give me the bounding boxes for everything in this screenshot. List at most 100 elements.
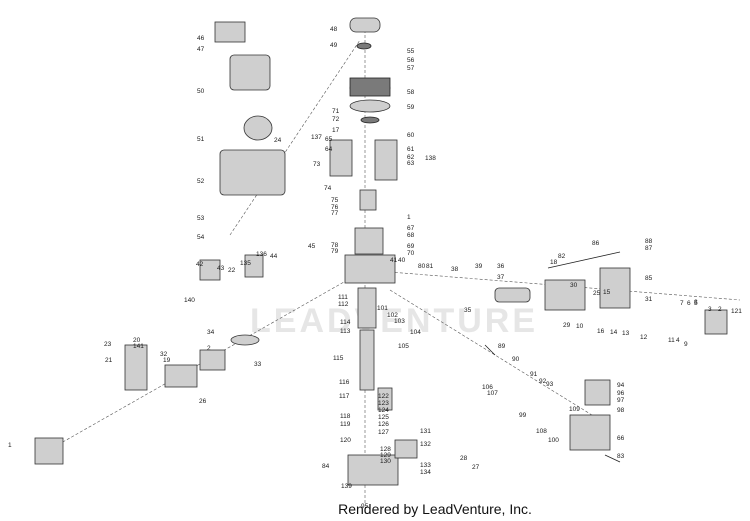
callout-label: 82 [558,253,566,260]
connecting-rod-part[interactable] [357,287,377,329]
callout-label: 66 [617,435,625,442]
callout-label: 105 [398,343,409,350]
cylinder-head-part[interactable] [344,254,396,284]
callout-label: 44 [270,253,278,260]
crankshaft-part[interactable] [359,329,375,391]
callout-label: 36 [497,263,505,270]
callout-label: 126 [378,421,389,428]
callout-label: 14 [610,329,618,336]
governor-part[interactable] [377,387,393,411]
callout-label: 122 [378,393,389,400]
callout-label: 115 [333,355,344,362]
gasket-part[interactable] [214,21,246,43]
blower-screen-part[interactable] [349,17,381,33]
bracket-part[interactable] [374,139,398,181]
fuel-pump-part[interactable] [584,379,611,406]
hub-part[interactable] [360,116,380,124]
callout-label: 118 [340,413,351,420]
callout-label: 3 [708,306,712,313]
callout-label: 86 [592,240,600,247]
callout-label: 30 [570,282,578,289]
callout-label: 71 [332,108,340,115]
callout-label: 9 [684,341,688,348]
air-filter-part[interactable] [243,115,273,141]
callout-label: 84 [322,463,330,470]
callout-label: 87 [645,245,653,252]
callout-label: 15 [603,289,611,296]
upper-left-axis [229,39,361,236]
piston-right-part[interactable] [494,287,531,303]
callout-label: 29 [563,322,571,329]
cylinder-part[interactable] [199,349,226,371]
callout-labels: 48 49 55 56 57 58 59 71 72 17 60 137 65 … [8,26,742,510]
callout-label: 78 [331,242,339,249]
callout-label: 28 [460,455,468,462]
callout-label: 25 [593,290,601,297]
valve-cover-part[interactable] [354,227,384,255]
callout-label: 10 [576,323,584,330]
dipstick-part[interactable] [484,344,496,356]
footer-credit: Rendered by LeadVenture, Inc. [0,501,750,517]
callout-label: 129 [380,452,391,459]
callout-label: 99 [519,412,527,419]
rocker-cover-left-part[interactable] [124,344,148,391]
air-cleaner-cover-part[interactable] [229,54,271,91]
callout-label: 139 [341,483,352,490]
governor-bracket-part[interactable] [569,414,611,451]
valve-cover-left-part[interactable] [34,437,64,465]
ignition-module-part[interactable] [329,139,353,177]
callout-label: 21 [105,357,113,364]
callout-label: 101 [377,305,388,312]
callout-label: 16 [597,328,605,335]
callout-label: 65 [325,136,333,143]
oil-filter-part[interactable] [394,439,418,459]
spacer-part[interactable] [359,189,377,211]
carburetor-part[interactable] [244,254,264,278]
callout-label: 2 [207,345,211,352]
callout-label: 111 [338,294,348,301]
callout-label: 94 [617,382,625,389]
flywheel-part[interactable] [349,99,391,113]
callout-label: 116 [339,379,350,386]
callout-label: 58 [407,89,415,96]
callout-label: 33 [254,361,262,368]
callout-label: 32 [160,351,168,358]
callout-label: 96 [617,390,625,397]
callout-label: 98 [617,407,625,414]
callout-label: 61 [407,146,415,153]
callout-label: 137 [311,134,322,141]
callout-label: 103 [394,318,405,325]
callout-label: 109 [569,406,580,413]
spring-part[interactable] [604,454,621,463]
callout-label: 97 [617,397,625,404]
callout-label: 8 [694,299,698,306]
callout-label: 1 [407,214,411,221]
head-left-part[interactable] [164,364,198,388]
head-right-part[interactable] [599,267,631,309]
callout-label: 80 [418,263,426,270]
callout-label: 53 [197,215,205,222]
cylinder-right-part[interactable] [544,279,586,311]
callout-label: 95 [361,503,369,510]
callout-label: 127 [378,429,389,436]
callout-label: 69 [407,243,415,250]
callout-label: 19 [163,357,171,364]
valve-cover-right-part[interactable] [704,309,728,335]
fan-blades-part[interactable] [349,77,391,97]
callout-label: 50 [197,88,205,95]
callout-label: 62 [407,154,415,161]
callout-label: 74 [324,185,332,192]
pushrod-part[interactable] [547,251,621,269]
callout-label: 100 [548,437,559,444]
callout-label: 12 [640,334,648,341]
callout-label: 107 [487,390,498,397]
piston-ring-part[interactable] [230,334,260,346]
oil-pan-part[interactable] [347,454,399,486]
nut-part[interactable] [356,42,372,50]
intake-manifold-part[interactable] [199,259,221,281]
callout-label: 113 [340,328,351,335]
callout-label: 63 [407,160,415,167]
callout-label: 17 [332,127,340,134]
air-cleaner-base-part[interactable] [219,149,286,196]
